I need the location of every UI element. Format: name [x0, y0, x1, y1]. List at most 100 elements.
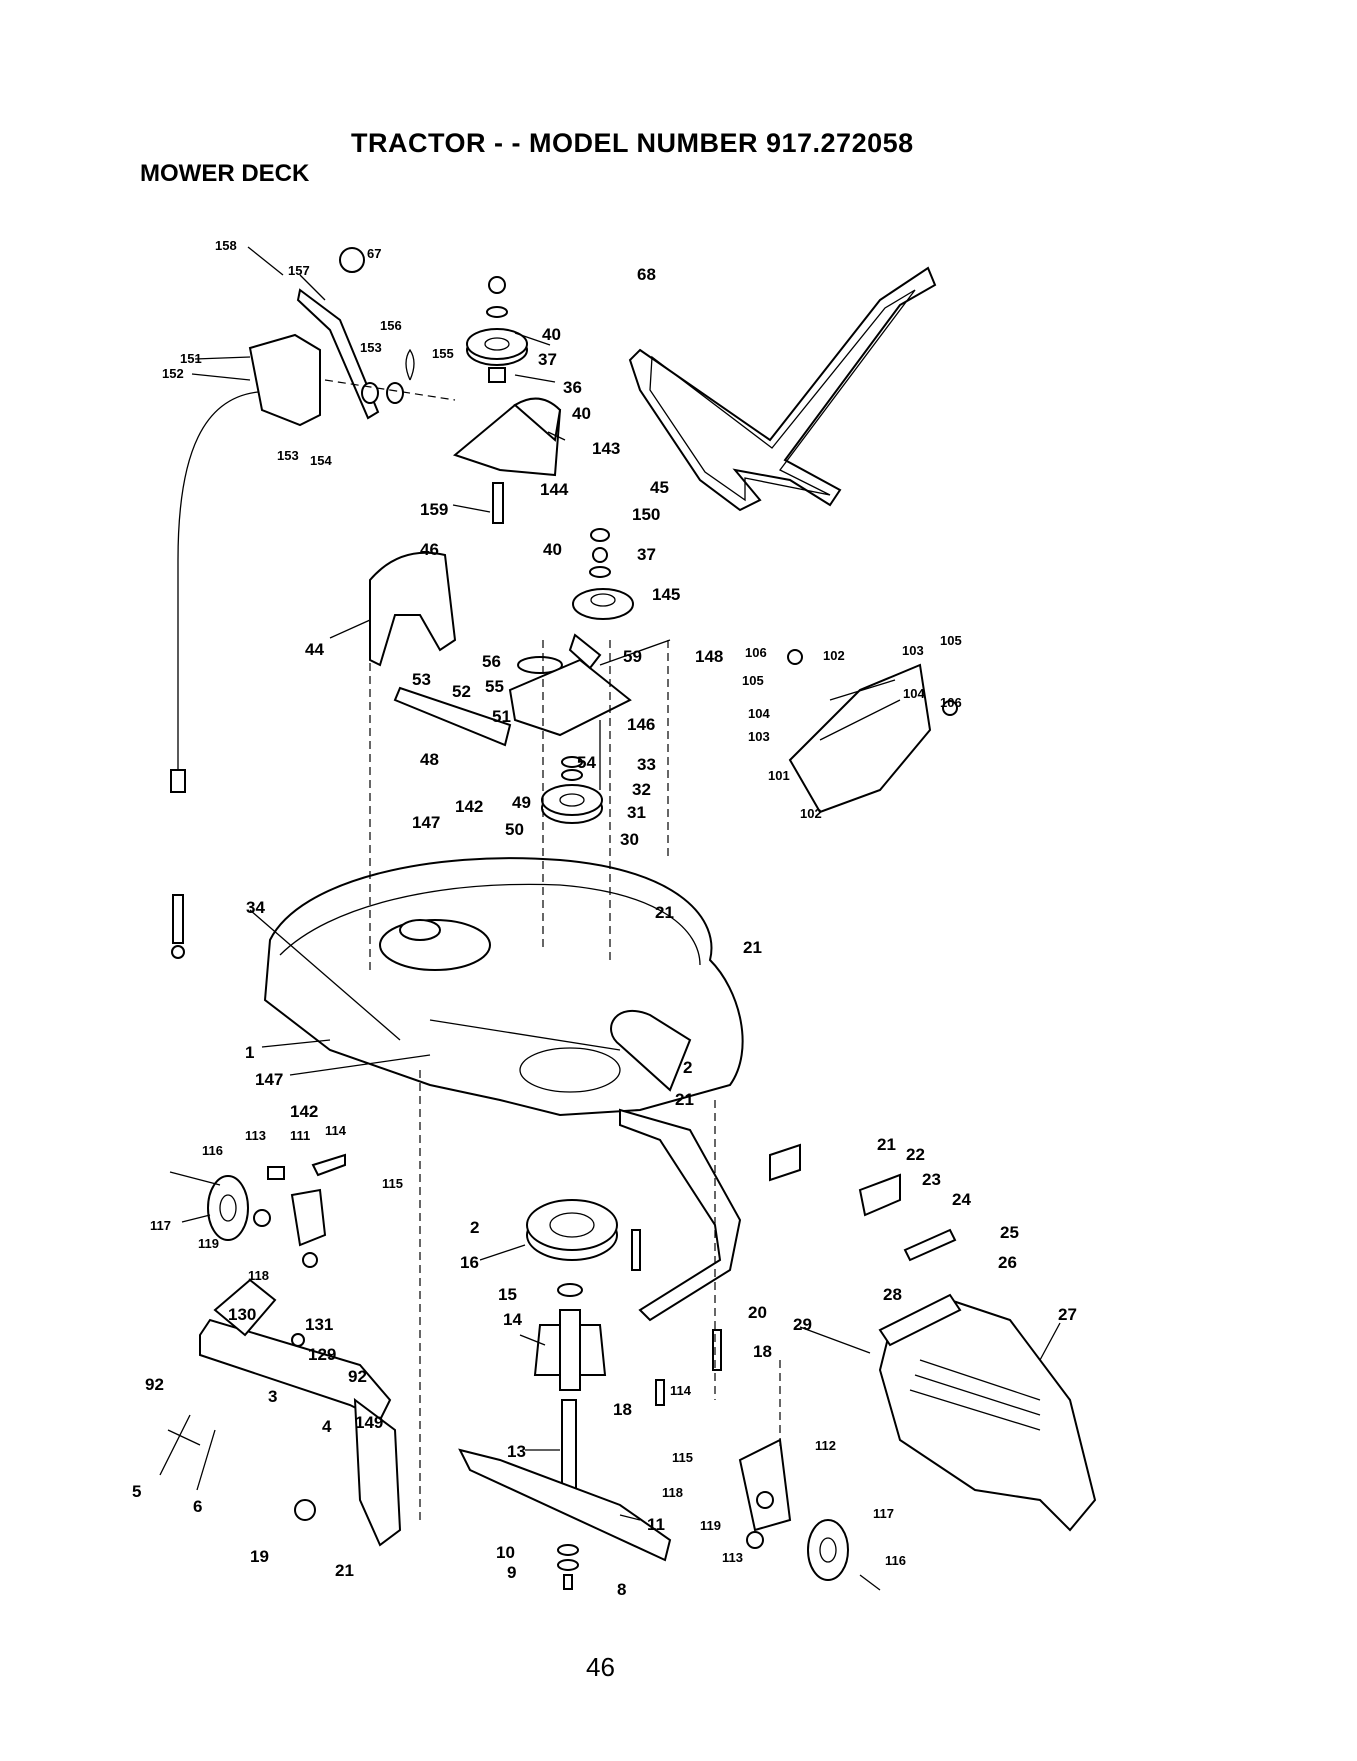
- callout-116: 116: [202, 1143, 223, 1158]
- section-title: MOWER DECK: [140, 160, 310, 187]
- callout-129: 129: [308, 1345, 336, 1364]
- callout-92: 92: [145, 1375, 164, 1394]
- callout-2-lower: 2: [470, 1218, 479, 1237]
- callout-36: 36: [563, 378, 582, 397]
- callout-131: 131: [305, 1315, 333, 1334]
- callout-113-lower: 113: [722, 1550, 743, 1565]
- callout-34: 34: [246, 898, 265, 917]
- callout-10: 10: [496, 1543, 515, 1562]
- page-number: 46: [586, 1652, 615, 1682]
- callout-31: 31: [627, 803, 646, 822]
- callout-103: 103: [902, 643, 924, 658]
- callout-119-lower: 119: [700, 1518, 721, 1533]
- callout-8: 8: [617, 1580, 626, 1599]
- callout-18: 18: [753, 1342, 772, 1361]
- callout-105: 105: [940, 633, 962, 648]
- callout-11: 11: [647, 1515, 665, 1534]
- callout-28: 28: [883, 1285, 902, 1304]
- lift-cable-assembly: [170, 247, 415, 959]
- callout-111: 111: [290, 1128, 310, 1143]
- callout-154: 154: [310, 453, 332, 468]
- callout-147-lower: 147: [255, 1070, 283, 1089]
- callout-102: 102: [823, 648, 845, 663]
- spindle-and-blade: [458, 1199, 672, 1590]
- callout-114: 114: [325, 1123, 347, 1138]
- callout-92-right: 92: [348, 1367, 367, 1386]
- callout-4: 4: [322, 1417, 332, 1436]
- callout-50: 50: [505, 820, 524, 839]
- callout-158: 158: [215, 238, 237, 253]
- callout-159: 159: [420, 500, 448, 519]
- callout-156: 156: [380, 318, 402, 333]
- callout-30: 30: [620, 830, 639, 849]
- callout-68: 68: [637, 265, 656, 284]
- callout-118: 118: [248, 1268, 269, 1283]
- callout-51: 51: [492, 707, 511, 726]
- callout-113: 113: [245, 1128, 266, 1143]
- callout-1: 1: [245, 1043, 254, 1062]
- callout-48: 48: [420, 750, 439, 769]
- callout-102-lower: 102: [800, 806, 822, 821]
- right-gauge-wheel-assembly: [738, 1438, 881, 1591]
- callout-40: 40: [542, 325, 561, 344]
- callout-25: 25: [1000, 1223, 1019, 1242]
- callout-103-left: 103: [748, 729, 770, 744]
- callout-21-deck: 21: [675, 1090, 694, 1109]
- mower-deck-housing: [263, 857, 744, 1117]
- callout-115: 115: [382, 1176, 403, 1191]
- callout-16: 16: [460, 1253, 479, 1272]
- callout-44: 44: [305, 640, 324, 659]
- callout-40-second: 40: [572, 404, 591, 423]
- leader-lines: [159, 246, 1061, 1521]
- callout-21-right: 21: [877, 1135, 896, 1154]
- callout-2: 2: [683, 1058, 692, 1077]
- callout-6: 6: [193, 1497, 202, 1516]
- callout-59: 59: [623, 647, 642, 666]
- rear-deflector: [787, 649, 958, 814]
- callout-145: 145: [652, 585, 680, 604]
- front-hanger-link: [619, 1108, 742, 1406]
- belt-guard-and-idler-arms: [369, 551, 671, 790]
- callout-9: 9: [507, 1563, 516, 1582]
- callout-146: 146: [627, 715, 655, 734]
- callout-49: 49: [512, 793, 531, 812]
- callout-24: 24: [952, 1190, 971, 1209]
- callout-147: 147: [412, 813, 440, 832]
- callout-101: 101: [768, 768, 790, 783]
- idler-pulley-assembly: [452, 276, 634, 620]
- callout-143: 143: [592, 439, 620, 458]
- spindle-pulley-stack: [541, 756, 603, 824]
- callout-32: 32: [632, 780, 651, 799]
- callout-26: 26: [998, 1253, 1017, 1272]
- callout-142-lower: 142: [290, 1102, 318, 1121]
- callout-33: 33: [637, 755, 656, 774]
- callout-152: 152: [162, 366, 184, 381]
- discharge-chute: [769, 1143, 1097, 1532]
- callout-149: 149: [355, 1413, 383, 1432]
- callout-labels: 158 157 67 151 152 156 153 155 153 154 4…: [132, 238, 1077, 1599]
- callout-15: 15: [498, 1285, 517, 1304]
- callout-153-lower: 153: [277, 448, 299, 463]
- callout-18-lower: 18: [613, 1400, 632, 1419]
- callout-105-left: 105: [742, 673, 764, 688]
- callout-37: 37: [538, 350, 557, 369]
- left-gauge-wheel-assembly: [169, 1153, 346, 1268]
- callout-29: 29: [793, 1315, 812, 1334]
- callout-150: 150: [632, 505, 660, 524]
- callout-142: 142: [455, 797, 483, 816]
- callout-104-right: 104: [903, 686, 925, 701]
- callout-117-lower: 117: [873, 1506, 894, 1521]
- callout-20: 20: [748, 1303, 767, 1322]
- callout-52: 52: [452, 682, 471, 701]
- callout-19: 19: [250, 1547, 269, 1566]
- callout-115-lower: 115: [672, 1450, 693, 1465]
- callout-54: 54: [577, 753, 596, 772]
- callout-118-lower: 118: [662, 1485, 683, 1500]
- lift-links-assembly: [167, 1278, 402, 1547]
- callout-144: 144: [540, 480, 569, 499]
- callout-23: 23: [922, 1170, 941, 1189]
- callout-45: 45: [650, 478, 669, 497]
- callout-3: 3: [268, 1387, 277, 1406]
- drive-belt: [628, 266, 937, 512]
